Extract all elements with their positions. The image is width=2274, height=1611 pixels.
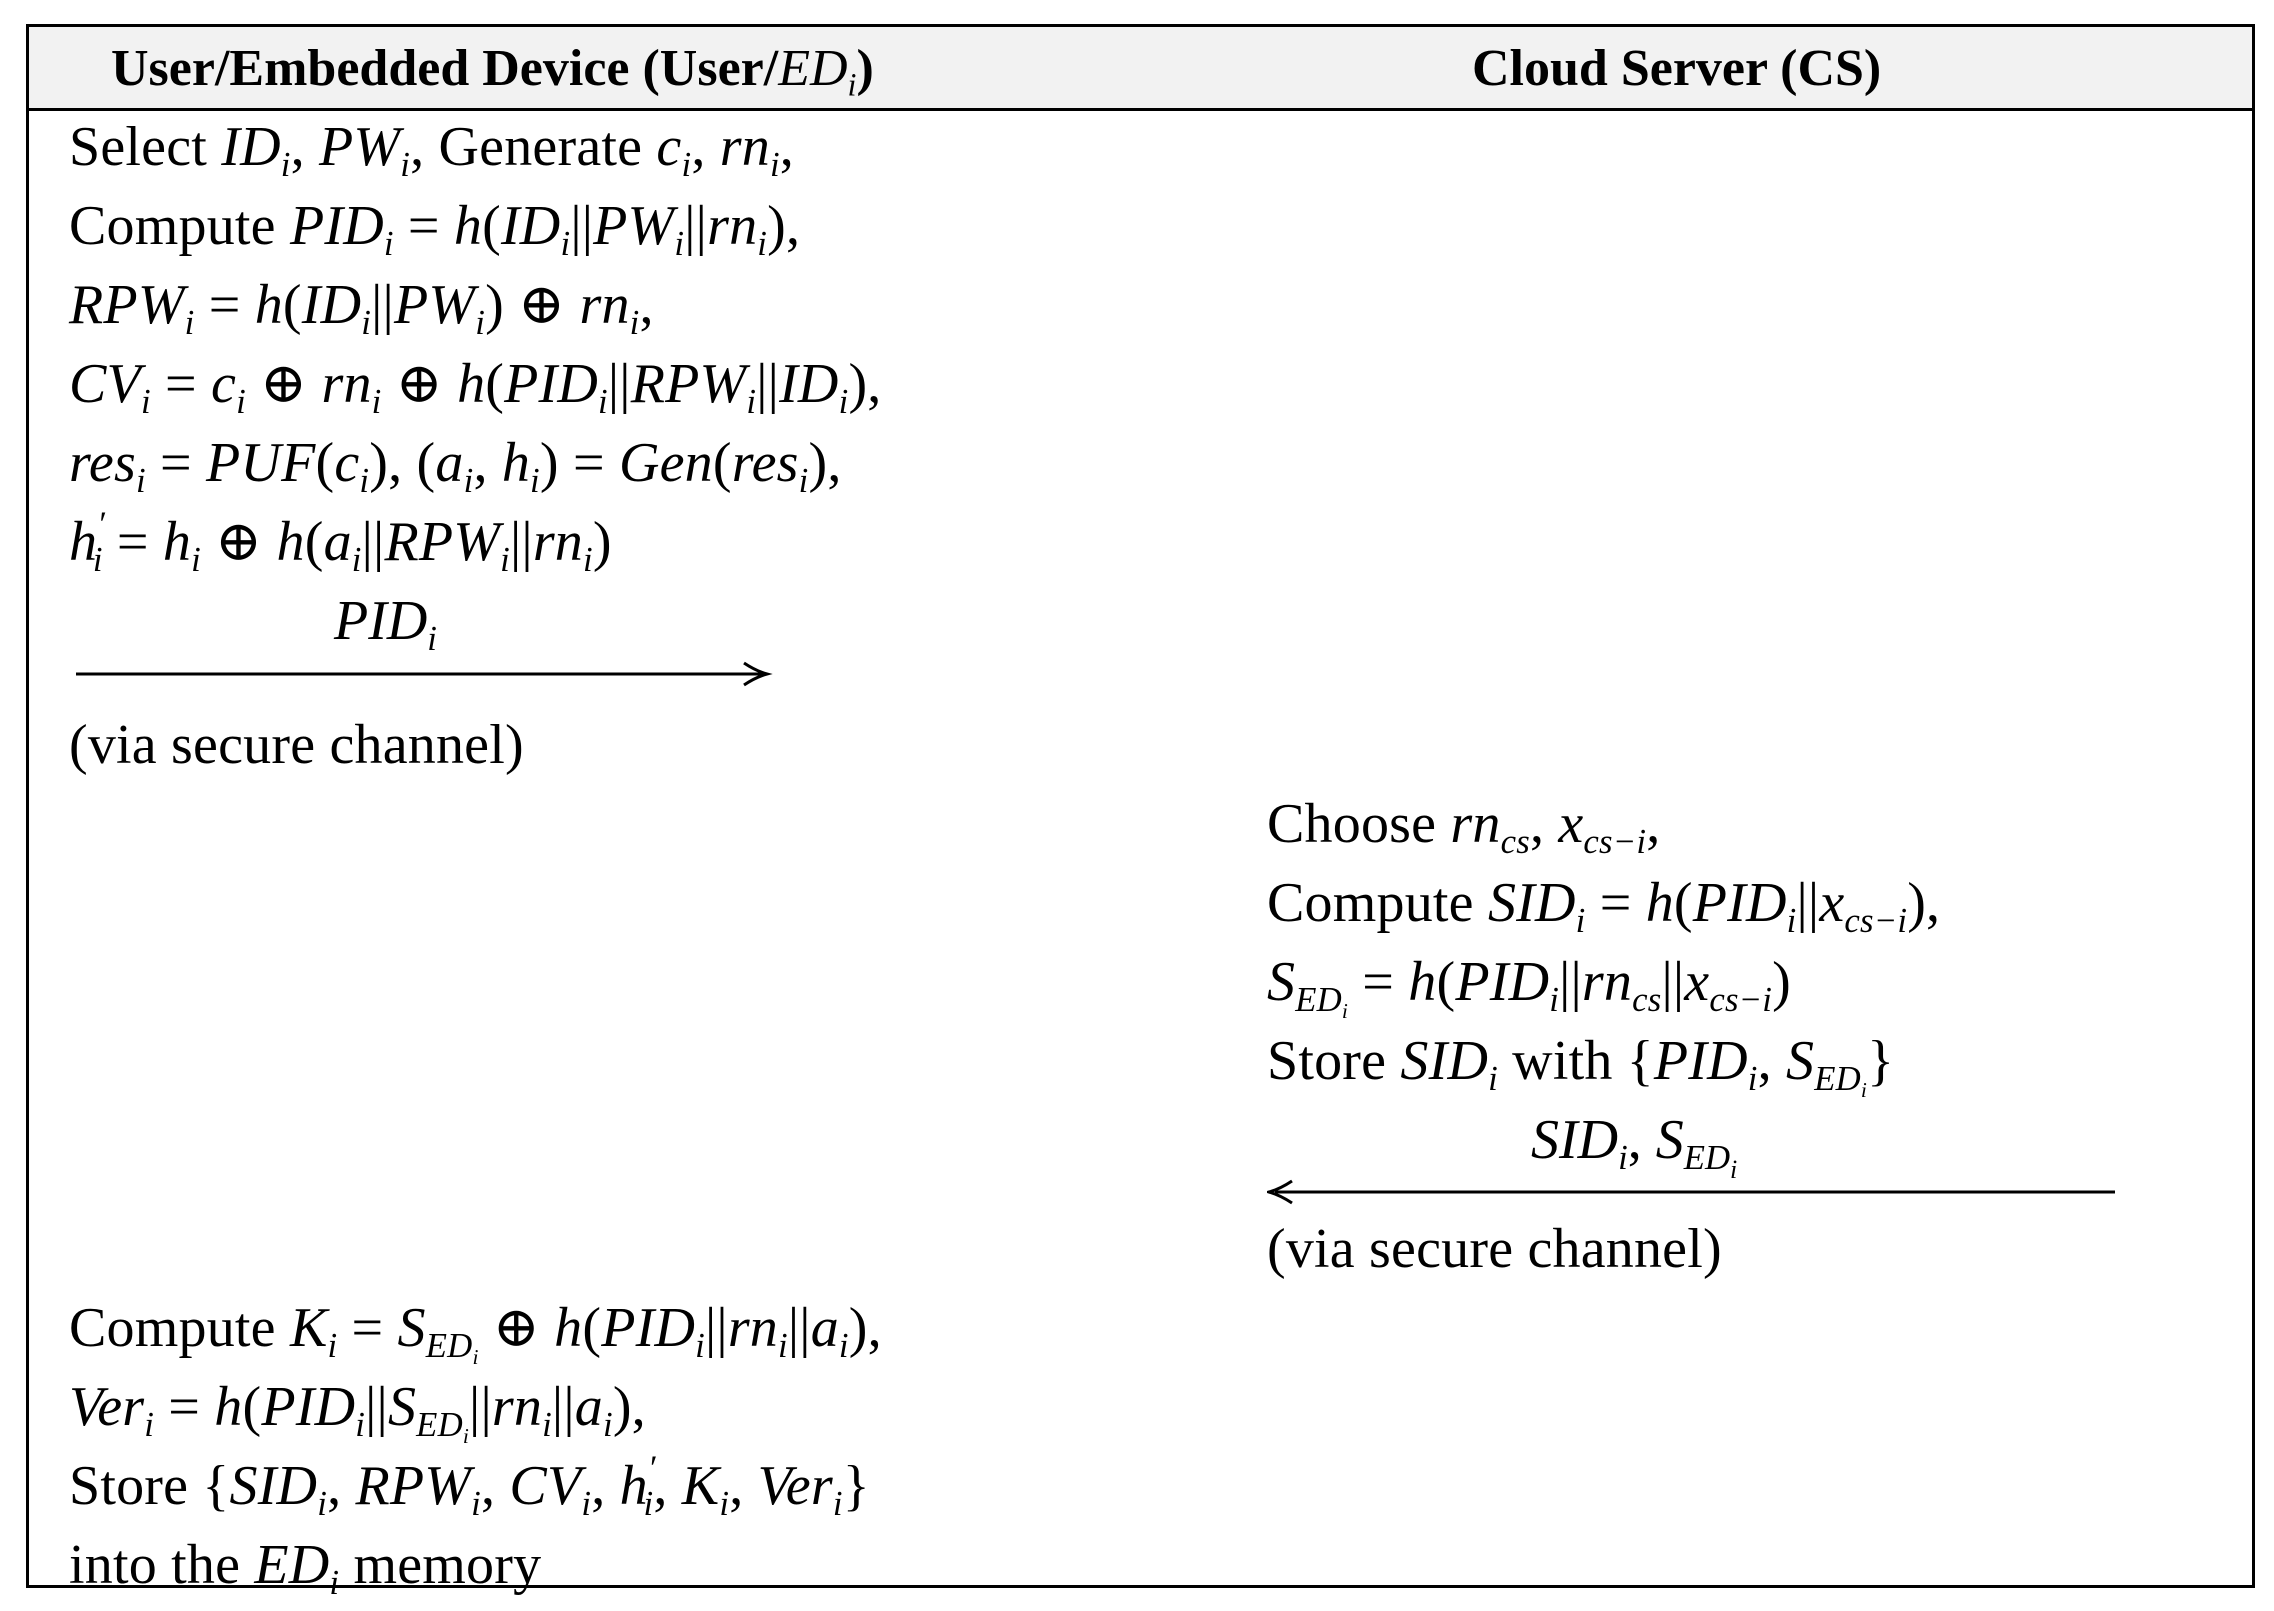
server-step-choose: Choose rncs, xcs−i, [1267,793,1661,862]
protocol-table: User/Embedded Device (User/EDi) Cloud Se… [26,24,2255,1600]
table-header: User/Embedded Device (User/EDi) Cloud Se… [29,27,2252,111]
header-left-prefix: User/Embedded Device (User/ [111,40,779,97]
message-2-label: SIDi, SEDi [1531,1109,1738,1185]
server-step-store: Store SIDi with {PIDi, SEDi} [1267,1030,1895,1102]
user-step-compute-pid: Compute PIDi = h(IDi||PWi||rni), [69,195,801,264]
user-step-cv: CVi = ci ⊕ rni ⊕ h(PIDi||RPWi||IDi), [69,353,882,422]
header-left-suffix: ) [856,40,874,97]
user-step-into-memory: into the EDi memory [69,1534,542,1603]
message-1-label: PIDi [334,590,437,659]
user-step-hprime: h′i = hi ⊕ h(ai||RPWi||rni) [69,504,612,580]
user-step-compute-k: Compute Ki = SEDi ⊕ h(PIDi||rni||ai), [69,1297,882,1369]
arrow-left-icon [1267,1179,2115,1205]
user-step-store: Store {SIDi, RPWi, CVi, h′i, Ki, Veri} [69,1448,870,1524]
header-left-var-sub: i [847,66,857,103]
user-step-rpw: RPWi = h(IDi||PWi) ⊕ rni, [69,274,654,343]
header-left-var: EDi [778,40,856,100]
header-cloud-server: Cloud Server (CS) [1472,40,1882,97]
server-step-compute-sid: Compute SIDi = h(PIDi||xcs−i), [1267,872,1941,941]
message-1-channel: (via secure channel) [69,714,524,776]
header-left-var-text: ED [778,40,848,97]
user-step-puf: resi = PUF(ci), (ai, hi) = Gen(resi), [69,432,842,501]
arrow-right-icon [76,661,773,687]
header-user-embedded-device: User/Embedded Device (User/EDi) [111,39,874,100]
server-step-sed: SEDi = h(PIDi||rncs||xcs−i) [1267,951,1791,1023]
user-step-select: Select IDi, PWi, Generate ci, rni, [69,116,794,185]
message-2-channel: (via secure channel) [1267,1218,1722,1280]
user-step-ver: Veri = h(PIDi||SEDi||rni||ai), [69,1376,646,1448]
